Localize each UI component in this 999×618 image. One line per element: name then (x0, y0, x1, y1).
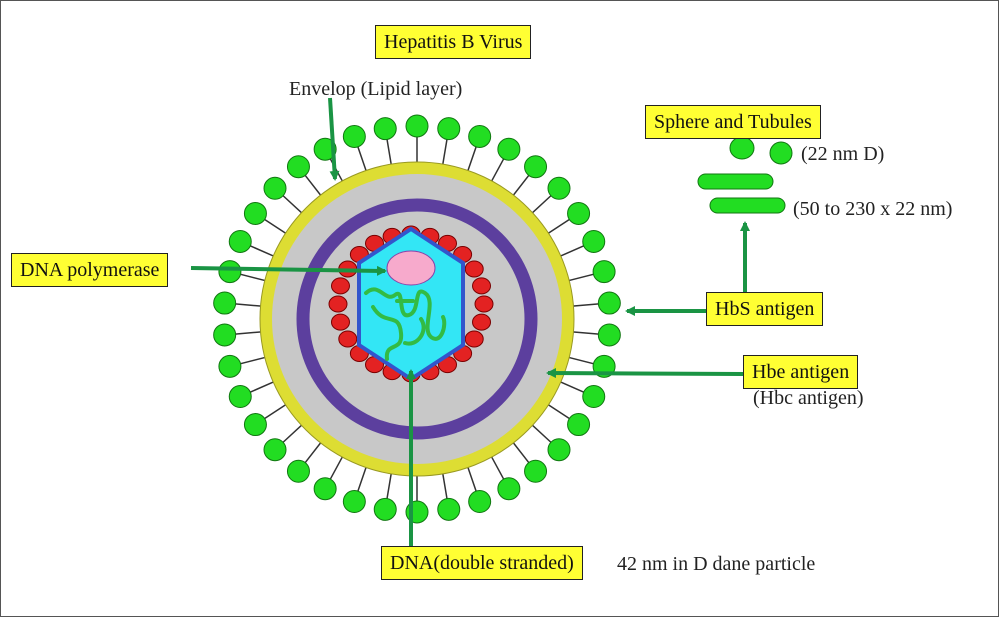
surface-spike (554, 378, 606, 409)
surface-spike (286, 155, 326, 202)
surface-spike (342, 124, 370, 178)
hbs-antigen-label: HbS antigen (706, 292, 824, 326)
dna-label: DNA(double stranded) (381, 546, 583, 580)
surface-spike (243, 400, 292, 437)
pointer-arrows (190, 97, 750, 546)
surface-spike (373, 117, 397, 172)
surface-spike (213, 291, 268, 315)
surface-spike (508, 155, 548, 202)
tubule-particle (697, 173, 774, 190)
hbc-antigen-label: (Hbc antigen) (753, 387, 864, 409)
sphere-particle (729, 136, 755, 160)
nucleoprotein-granule (472, 313, 492, 331)
surface-spike (263, 176, 308, 218)
diagram-title: Hepatitis B Virus (375, 25, 532, 59)
surface-spike (437, 466, 461, 521)
dna-polymerase-particle (386, 250, 436, 286)
surface-spike (313, 450, 347, 501)
tubule-size-label: (50 to 230 x 22 nm) (793, 198, 953, 220)
surface-spike (464, 124, 492, 178)
surface-spike (464, 460, 492, 514)
surface-spike (218, 354, 272, 378)
sphere-size-label: (22 nm D) (801, 143, 885, 165)
core-ring (296, 198, 538, 440)
surface-spike (542, 201, 591, 238)
surface-spike (508, 436, 548, 483)
tubule-particle (709, 197, 786, 214)
dna-strands (364, 287, 447, 361)
surface-spike (566, 323, 621, 347)
tubule-particles (697, 173, 786, 214)
nucleoprotein-granule (338, 330, 358, 348)
sphere-particles (729, 136, 793, 165)
surface-spikes (213, 114, 621, 524)
surface-spike (228, 229, 280, 260)
surface-spike (437, 117, 461, 172)
surface-spike (243, 201, 292, 238)
surface-spike (213, 323, 268, 347)
sphere-tubules-label: Sphere and Tubules (645, 105, 821, 139)
nucleoprotein-granule (328, 295, 348, 313)
hbe-antigen-label: Hbe antigen (743, 355, 859, 389)
surface-spike (228, 378, 280, 409)
nucleoprotein-granule (474, 295, 494, 313)
surface-spike (487, 137, 521, 188)
envelop-label: Envelop (Lipid layer) (289, 78, 463, 100)
dna-polymerase-label: DNA polymerase (11, 253, 169, 287)
surface-spike (405, 114, 429, 169)
nucleoprotein-granule (464, 330, 484, 348)
surface-spike (526, 420, 571, 462)
surface-spike (562, 260, 616, 284)
surface-spike (218, 260, 272, 284)
surface-spike (342, 460, 370, 514)
nucleoprotein-granule (472, 277, 492, 295)
surface-spike (542, 400, 591, 437)
particle-size-label: 42 nm in D dane particle (617, 553, 816, 575)
nucleoprotein-granule (330, 313, 350, 331)
surface-spike (286, 436, 326, 483)
surface-spike (566, 291, 621, 315)
hbe-antigen-arrow (546, 368, 744, 379)
surface-spike (313, 137, 347, 188)
dna-polymerase-arrow (190, 265, 387, 276)
surface-spike (263, 420, 308, 462)
sphere-particle (769, 141, 793, 165)
surface-spike (373, 466, 397, 521)
envelop-arrow (328, 97, 340, 181)
nucleoprotein-granule (464, 260, 484, 278)
surface-spike (526, 176, 571, 218)
surface-spike (487, 450, 521, 501)
surface-spike (554, 229, 606, 260)
nucleoprotein-granule (330, 277, 350, 295)
